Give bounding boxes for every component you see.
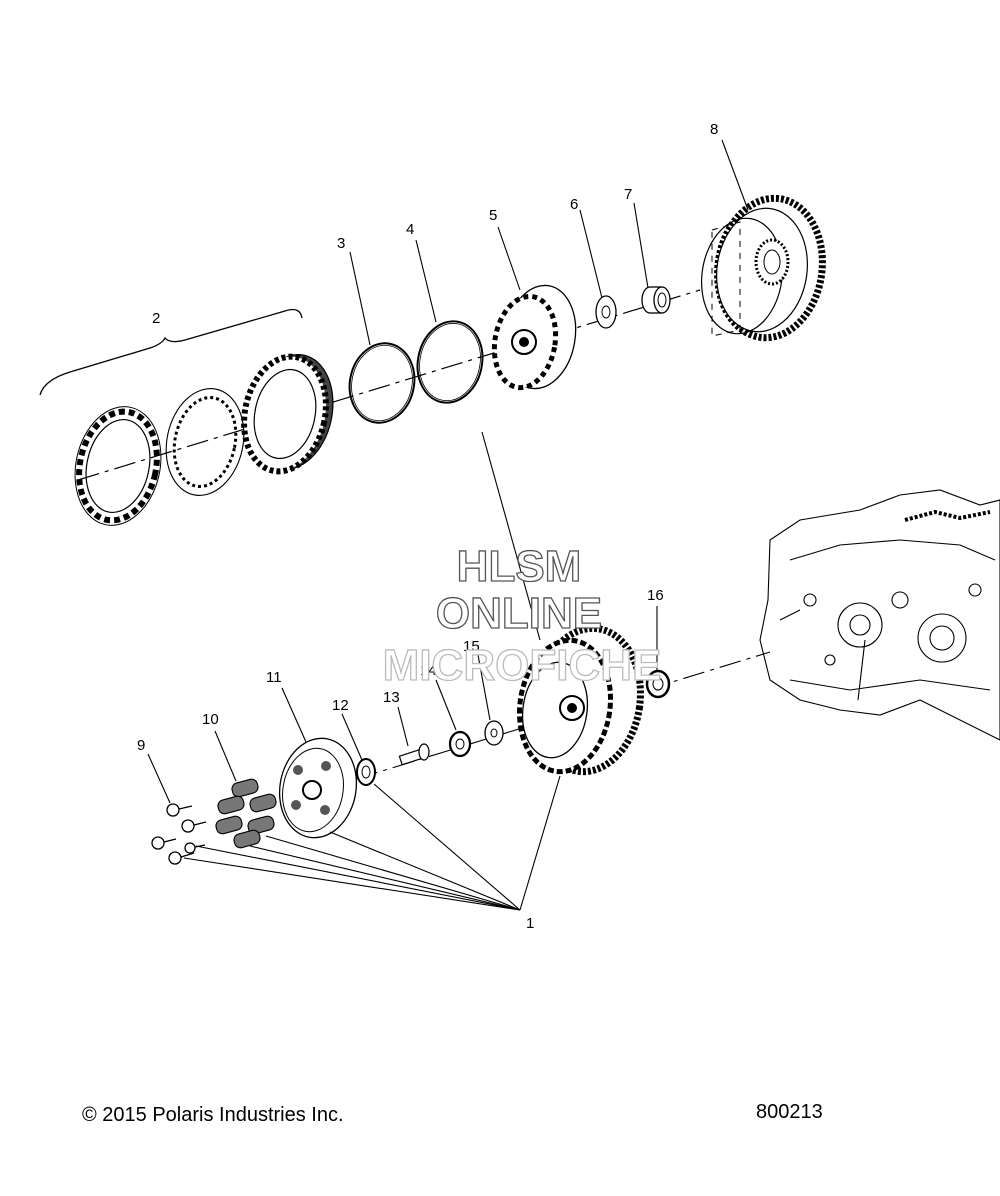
- retaining-ring-3: [348, 342, 416, 424]
- callout-11: 11: [266, 669, 282, 686]
- callout-6: 6: [570, 196, 578, 213]
- callout-7: 7: [624, 186, 632, 203]
- callout-13: 13: [383, 689, 400, 706]
- callout-4: 4: [406, 221, 414, 238]
- release-bearing: [356, 758, 376, 786]
- lifter-rod: [398, 743, 430, 766]
- leader-5-to-assembly: [481, 431, 541, 641]
- callout-12: 12: [332, 697, 349, 714]
- callout-1-leaders: [183, 775, 561, 911]
- clutch-basket-gear: [700, 194, 826, 342]
- callout-5: 5: [489, 207, 497, 224]
- steel-plate-toothed: [165, 388, 245, 496]
- clutch-plate-stack: [241, 353, 334, 475]
- callout-15: 15: [463, 638, 480, 655]
- callout-leaders: [147, 139, 749, 804]
- clutch-hub: [491, 284, 577, 391]
- hub-nut: [448, 730, 472, 758]
- item-2-bracket: [39, 308, 303, 396]
- watermark-line-3: MICROFICHE: [383, 641, 662, 690]
- upper-axis-line: [77, 289, 701, 481]
- bolts: [151, 803, 207, 865]
- callout-14: 14: [420, 662, 437, 679]
- pressure-plate: [278, 737, 358, 839]
- clutch-springs: [215, 778, 277, 849]
- copyright-notice: © 2015 Polaris Industries Inc.: [82, 1104, 344, 1126]
- figure-number: 800213: [756, 1101, 823, 1123]
- friction-plate-tabbed: [74, 406, 162, 526]
- callout-2: 2: [152, 310, 160, 327]
- callout-8: 8: [710, 121, 718, 138]
- watermark-line-1: HLSM: [457, 542, 582, 591]
- oil-seal: [645, 669, 671, 699]
- callout-10: 10: [202, 711, 219, 728]
- clutch-assembly: [517, 624, 644, 776]
- callout-1: 1: [526, 915, 534, 932]
- engine-crankcase: [759, 489, 1000, 741]
- lock-washer: [484, 720, 504, 746]
- watermark-line-2: ONLINE: [436, 589, 602, 638]
- callout-9: 9: [137, 737, 145, 754]
- thrust-washer: [595, 295, 617, 329]
- retaining-ring-3-inner: [351, 344, 413, 422]
- callout-3: 3: [337, 235, 345, 252]
- bushing: [641, 286, 671, 314]
- retaining-ring-4-inner: [419, 322, 481, 402]
- retaining-ring-4: [416, 320, 484, 404]
- callout-16: 16: [647, 587, 664, 604]
